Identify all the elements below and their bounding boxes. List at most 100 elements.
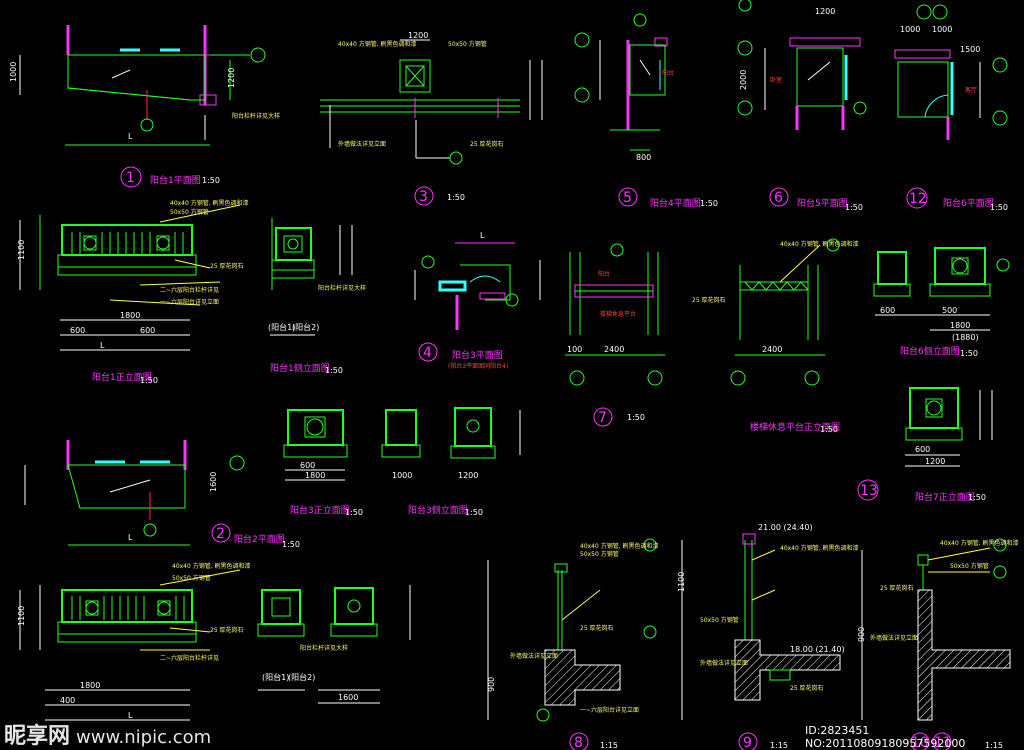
detail-12-dim-1: 1000 xyxy=(900,25,920,34)
detail-12-dim-2: 1000 xyxy=(932,25,952,34)
balcony-4-plan: 5 阳台4平面图 1:50 800 阳台 xyxy=(574,13,718,209)
detail-6-scale: 1:50 xyxy=(845,203,863,212)
e1-dim-a: 1800 xyxy=(120,311,140,320)
detail-4-dim: L xyxy=(480,231,485,240)
balcony-3-elevations: 600 1800 1000 1200 阳台3正立面图 1:50 阳台3侧立面图 … xyxy=(283,407,521,517)
detail-3-note-1: 40x40 方钢管, 刷黑色调和漆 xyxy=(338,40,417,48)
e1-note-3: 25 厚花岗石 xyxy=(210,262,244,270)
balcony-2-plan: 2 阳台2平面图 1:50 L 1600 xyxy=(24,440,300,549)
d8-dim: 900 xyxy=(487,677,496,692)
detail-4-sub: (阳台3平面图同阳台4) xyxy=(448,362,508,370)
detail-9-scale: 1:15 xyxy=(770,741,788,750)
detail-4-number: 4 xyxy=(423,345,432,361)
e3-scale: 1:50 xyxy=(345,508,363,517)
stair-dim: 2400 xyxy=(762,345,782,354)
e3s-scale: 1:50 xyxy=(465,508,483,517)
e3-title: 阳台3正立面图 xyxy=(290,504,350,516)
e1-title: 阳台1正立面图 xyxy=(92,371,152,383)
detail-12-scale: 1:50 xyxy=(990,203,1008,212)
detail-1-note: 阳台栏杆详见大样 xyxy=(232,112,280,120)
d9-note-2: 50x50 方钢管 xyxy=(700,616,739,624)
stair-platform-elevation: 2400 40x40 方钢管, 刷黑色调和漆 25 厚花岗石 楼梯休息平台正立面… xyxy=(692,238,859,434)
detail-2-number: 2 xyxy=(216,526,225,542)
detail-1-title: 阳台1平面图 xyxy=(150,174,201,186)
detail-8-scale: 1:15 xyxy=(600,741,618,750)
detail-3-note-2: 50x50 方钢管 xyxy=(448,40,487,48)
e3-dim-b: 1800 xyxy=(305,471,325,480)
e6-scale: 1:50 xyxy=(960,349,978,358)
e2-dim-b: 400 xyxy=(60,696,75,705)
detail-10-number: 10 xyxy=(911,735,929,750)
e2-note-2: 50x50 方钢管 xyxy=(172,574,211,582)
detail-10-scale: 1:15 xyxy=(985,741,1003,750)
detail-2-dim-l: L xyxy=(128,533,133,542)
detail-7-dim: 2400 xyxy=(604,345,624,354)
e2-note-1: 40x40 方钢管, 刷黑色调和漆 xyxy=(172,562,251,570)
detail-6-room: 卧室 xyxy=(770,76,782,84)
detail-13-scale: 1:50 xyxy=(968,493,986,502)
d10-dim: 900 xyxy=(857,627,866,642)
balcony-5-plan: 6 阳台5平面图 1:50 1200 2000 卧室 xyxy=(737,0,867,212)
detail-6-number: 6 xyxy=(774,190,783,206)
stair-note-1: 40x40 方钢管, 刷黑色调和漆 xyxy=(780,240,859,248)
e1-note-2: 50x50 方钢管 xyxy=(170,208,209,216)
detail-1-dim-l: L xyxy=(128,132,133,141)
detail-1-dim-right: 1200 xyxy=(227,68,236,88)
detail-7-note: 阳台 xyxy=(598,270,610,278)
detail-1-dim-left: 1000 xyxy=(9,62,18,82)
detail-5-scale: 1:50 xyxy=(700,199,718,208)
detail-7-note-2: 楼梯休息平台 xyxy=(600,310,636,318)
e6-dim-a: 600 xyxy=(880,306,895,315)
balcony-6-plan: 12 阳台6平面图 1:50 1000 1000 1500 客厅 xyxy=(894,4,1008,212)
detail-7-number: 7 xyxy=(598,410,607,426)
e2-dim-a: 1800 xyxy=(80,681,100,690)
detail-9-section: 21.00 (24.40) 18.00 (21.40) 40x40 方钢管, 刷… xyxy=(677,523,859,750)
d9-note-4: 25 厚花岗石 xyxy=(790,684,824,692)
detail-3-number: 3 xyxy=(419,189,428,205)
e6-dim-c: 1800 xyxy=(950,321,970,330)
detail-7-scale: 1:50 xyxy=(627,413,645,422)
detail-10-11-section: 40x40 方钢管, 刷黑色调和漆 50x50 方钢管 25 厚花岗石 外墙做法… xyxy=(857,538,1019,750)
e1-note-1: 40x40 方钢管, 刷黑色调和漆 xyxy=(170,199,249,207)
detail-13-title: 阳台7正立面图 xyxy=(915,491,975,503)
e2-dim-left: 1100 xyxy=(17,606,26,626)
detail-2-dim-r: 1600 xyxy=(209,472,218,492)
detail-13-dim: 600 xyxy=(915,445,930,454)
e1-note-5: 一~六层阳台详见立面 xyxy=(160,298,219,306)
e1-dim-b: 600 xyxy=(70,326,85,335)
d9-note-3: 外墙做法详见立面 xyxy=(700,659,748,667)
detail-13-number: 13 xyxy=(860,483,878,499)
detail-12-number: 12 xyxy=(909,191,927,207)
balcony-3-plan: 4 阳台3平面图 (阳台3平面图同阳台4) L xyxy=(414,231,541,370)
d9-elev-2: 18.00 (21.40) xyxy=(790,645,845,654)
balcony-1-front-elevation: 40x40 方钢管, 刷黑色调和漆 50x50 方钢管 25 厚花岗石 二~六层… xyxy=(17,199,249,385)
detail-12-room: 客厅 xyxy=(965,86,977,94)
e2-note-3: 25 厚花岗石 xyxy=(210,626,244,634)
detail-6-dim-v: 2000 xyxy=(739,70,748,90)
detail-12-title: 阳台6平面图 xyxy=(943,197,994,209)
d8-note-1: 40x40 方钢管, 刷黑色调和漆 xyxy=(580,542,659,550)
e3-dim-a: 600 xyxy=(300,461,315,470)
e6-dim-d: (1880) xyxy=(952,333,979,342)
d9-note-1: 40x40 方钢管, 刷黑色调和漆 xyxy=(780,544,859,552)
detail-11-number: 11 xyxy=(934,735,952,750)
detail-9-number: 9 xyxy=(743,735,752,750)
e1-note-4: 二~六层阳台栏杆详见 xyxy=(160,286,219,294)
e2s-note: 阳台栏杆详见大样 xyxy=(300,644,348,652)
e1s-note: 阳台栏杆详见大样 xyxy=(318,284,366,292)
detail-6-title: 阳台5平面图 xyxy=(797,197,848,209)
detail-4-title: 阳台3平面图 xyxy=(452,349,503,361)
e2-note-4: 二~六层阳台栏杆详见 xyxy=(160,654,219,662)
detail-8-section: 40x40 方钢管, 刷黑色调和漆 50x50 方钢管 25 厚花岗石 外墙做法… xyxy=(487,538,659,750)
detail-1-number: 1 xyxy=(126,170,135,186)
balcony-6-side-elevations: 600 500 1800 (1880) 阳台6侧立面图 1:50 xyxy=(873,247,1010,358)
e1-dim-l: L xyxy=(100,341,105,350)
e2-dim-l: L xyxy=(128,711,133,720)
detail-3-note-4: 25 厚花岗石 xyxy=(470,140,504,148)
detail-7-dim-b: 100 xyxy=(567,345,582,354)
e2s-dim-b: (阳台2) xyxy=(288,672,315,682)
detail-3-dim-top: 1200 xyxy=(408,31,428,40)
e1s-dim-b: (阳台2) xyxy=(292,322,319,332)
e1s-title: 阳台1侧立面图 xyxy=(270,362,330,374)
stair-note-2: 25 厚花岗石 xyxy=(692,296,726,304)
